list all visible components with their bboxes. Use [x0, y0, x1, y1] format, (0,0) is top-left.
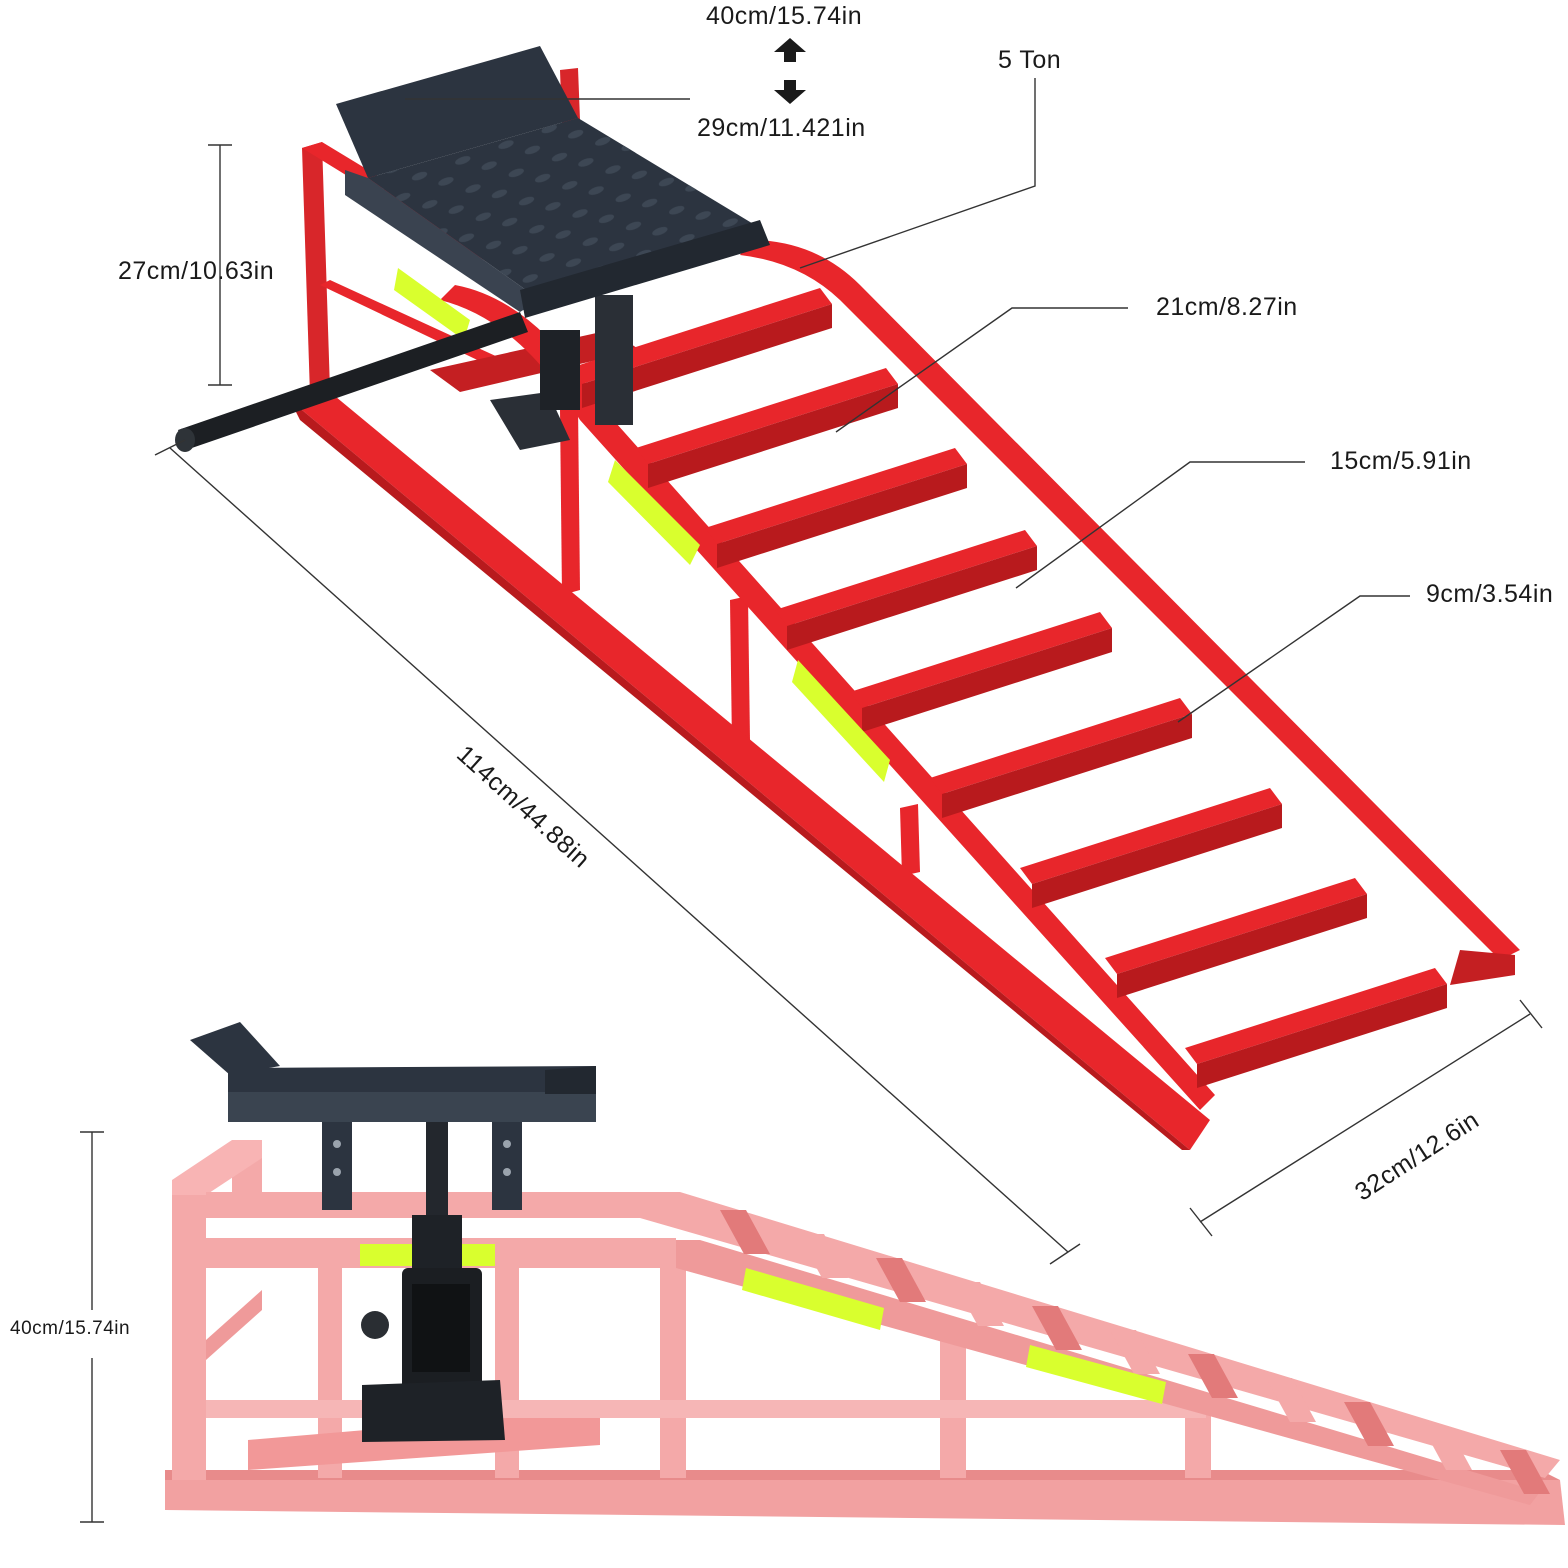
side-ramp-post: [660, 1250, 686, 1478]
side-jack-ram: [426, 1118, 448, 1228]
side-ramp-back-post: [172, 1180, 206, 1480]
top-ramp-steps: [570, 288, 1447, 1088]
reflector-strip: [394, 268, 470, 340]
top-ramp-inner-base: [430, 330, 640, 392]
side-step: [1188, 1354, 1238, 1398]
side-ramp-incline-top: [640, 1192, 1560, 1478]
reflector-strip: [742, 1268, 884, 1330]
side-jack-label-panel: [412, 1284, 470, 1372]
side-ramp-base-rail: [165, 1478, 1565, 1525]
side-step: [720, 1210, 770, 1254]
step-bar-face: [648, 384, 898, 488]
step-bar-face: [1197, 984, 1447, 1088]
step-bar: [1185, 968, 1447, 1064]
leader-capacity: [799, 78, 1036, 269]
label-capacity: 5 Ton: [998, 46, 1062, 74]
step-bar: [930, 698, 1192, 794]
step-bar-face: [942, 714, 1192, 818]
label-step-15: 15cm/5.91in: [1330, 447, 1472, 475]
leader-step-15: [1015, 461, 1305, 589]
side-step: [1032, 1306, 1082, 1350]
step-bar: [1105, 878, 1367, 974]
side-saddle-lip: [545, 1066, 596, 1094]
side-step: [1344, 1402, 1394, 1446]
leader-step-21: [835, 307, 1128, 433]
top-saddle-lip: [520, 220, 770, 318]
side-step: [876, 1258, 926, 1302]
step-bar-face: [862, 628, 1112, 732]
side-step: [1500, 1450, 1550, 1494]
top-saddle-side: [345, 170, 540, 312]
label-min-height: 29cm/11.421in: [697, 114, 866, 142]
down-arrow-icon: [774, 80, 806, 104]
side-step: [1422, 1426, 1472, 1470]
top-ramp-left-rail-lip: [290, 400, 1190, 1150]
side-jack-pump: [361, 1311, 389, 1339]
top-ramp-far-rail: [740, 240, 1520, 960]
top-saddle-back: [336, 46, 578, 178]
step-bar-face: [1032, 804, 1282, 908]
side-step: [1110, 1330, 1160, 1374]
side-ramp-base-rail-top: [165, 1470, 1560, 1480]
dimension-lines: [80, 78, 1543, 1523]
side-jack-top: [412, 1215, 462, 1270]
side-ramp-brace: [206, 1290, 262, 1360]
side-ramp-top-bar: [172, 1140, 262, 1195]
label-frame-height: 27cm/10.63in: [118, 257, 275, 285]
label-step-21: 21cm/8.27in: [1156, 293, 1298, 321]
side-jack-base: [362, 1380, 505, 1442]
step-bar-face: [1117, 894, 1367, 998]
step-bar: [775, 530, 1037, 626]
step-bar: [850, 612, 1112, 708]
reflector-strip: [792, 660, 890, 782]
side-step: [1266, 1378, 1316, 1422]
step-bar-face: [717, 464, 967, 568]
top-ramp-back-post: [302, 142, 330, 395]
top-jack-body: [540, 330, 580, 410]
step-bar: [570, 288, 832, 384]
top-jack-cylinder: [595, 295, 633, 425]
top-ramp-inner-post-2: [730, 596, 750, 745]
jack-handle: [178, 312, 528, 450]
height-range-arrows: [774, 38, 806, 104]
step-bar: [636, 368, 898, 464]
side-saddle-tray: [228, 1066, 596, 1095]
dim-width: [1199, 1013, 1531, 1223]
top-ramp-left-rail: [290, 392, 1210, 1150]
step-bar-face: [582, 304, 832, 408]
side-saddle-tray-front: [228, 1092, 596, 1122]
side-saddle-post: [322, 1120, 352, 1210]
side-saddle-wing: [190, 1022, 280, 1075]
side-step: [954, 1282, 1004, 1326]
label-step-9: 9cm/3.54in: [1426, 580, 1554, 608]
side-step: [798, 1234, 848, 1278]
top-ramp-inner-post-3: [900, 804, 920, 876]
top-ramp: [175, 46, 1520, 1150]
reflector-strip: [608, 460, 700, 565]
up-arrow-icon: [774, 38, 806, 62]
reflector-strip: [1026, 1345, 1166, 1404]
step-bar: [705, 448, 967, 544]
side-saddle-post: [492, 1120, 522, 1210]
side-ramp-steps: [720, 1210, 1550, 1494]
step-bar-face: [787, 546, 1037, 650]
leader-step-9: [1177, 595, 1410, 723]
top-ramp-arch-rail: [440, 285, 1215, 1110]
top-ramp-inner-post: [560, 405, 580, 595]
top-ramp-far-rail-end: [1450, 950, 1515, 985]
label-side-height: 40cm/15.74in: [10, 1318, 131, 1339]
step-bar: [1020, 788, 1282, 884]
dim-length: [169, 447, 1069, 1253]
side-ramp: [165, 1022, 1565, 1525]
side-ramp-lower-rail: [206, 1400, 1206, 1418]
label-max-height: 40cm/15.74in: [706, 2, 863, 30]
